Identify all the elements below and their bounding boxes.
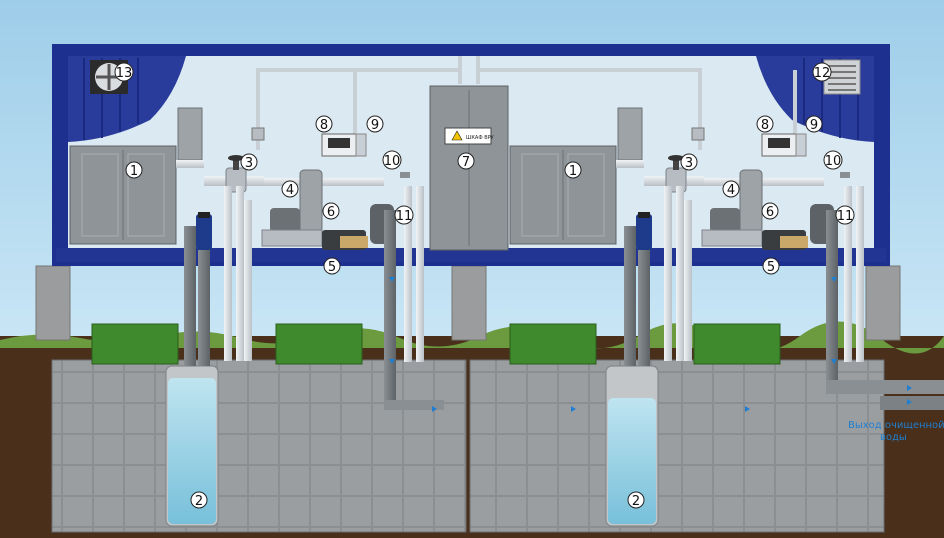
ceiling-pipes <box>256 56 797 150</box>
callout-2-left: 2 <box>190 491 208 509</box>
module-right <box>509 107 944 410</box>
svg-text:3: 3 <box>245 156 253 171</box>
svg-text:9: 9 <box>371 118 379 133</box>
svg-text:6: 6 <box>327 205 335 220</box>
svg-text:2: 2 <box>632 494 640 509</box>
callout-9-left: 9 <box>366 115 384 133</box>
pillar <box>451 265 487 341</box>
callout-10-right: 10 <box>823 150 843 170</box>
pillar <box>865 265 901 341</box>
svg-text:5: 5 <box>767 260 775 275</box>
module-left <box>69 107 444 410</box>
callout-3-left: 3 <box>240 153 258 171</box>
svg-text:4: 4 <box>727 183 735 198</box>
svg-text:1: 1 <box>569 164 577 179</box>
callout-11-right: 11 <box>835 205 855 225</box>
svg-text:8: 8 <box>320 118 328 133</box>
callout-11-left: 11 <box>394 205 414 225</box>
flow-arrows <box>389 277 912 412</box>
well-right <box>605 365 659 527</box>
svg-text:6: 6 <box>766 205 774 220</box>
callout-4-left: 4 <box>281 180 299 198</box>
svg-text:10: 10 <box>825 154 842 169</box>
callout-9-right: 9 <box>805 115 823 133</box>
callout-6-right: 6 <box>761 202 779 220</box>
callout-12: 12 <box>812 62 832 82</box>
callout-4-right: 4 <box>722 180 740 198</box>
callout-1-left: 1 <box>125 161 143 179</box>
callout-2-right: 2 <box>627 491 645 509</box>
warning-icon <box>451 130 463 141</box>
callout-8-left: 8 <box>315 115 333 133</box>
svg-text:13: 13 <box>116 66 133 81</box>
svg-text:3: 3 <box>685 156 693 171</box>
well-left <box>165 365 219 527</box>
svg-text:4: 4 <box>286 183 294 198</box>
svg-text:10: 10 <box>384 154 401 169</box>
underground-block-right <box>469 359 885 533</box>
svg-text:2: 2 <box>195 494 203 509</box>
cabinet-sign-text: ШКАФ ВРУ <box>466 135 494 141</box>
svg-text:12: 12 <box>814 66 831 81</box>
callout-5-right: 5 <box>762 257 780 275</box>
callout-7: 7 <box>457 152 475 170</box>
pillar <box>35 265 71 341</box>
callout-13: 13 <box>114 62 134 82</box>
callout-8-right: 8 <box>756 115 774 133</box>
svg-text:11: 11 <box>396 209 413 224</box>
callout-5-left: 5 <box>323 257 341 275</box>
svg-text:5: 5 <box>328 260 336 275</box>
outlet-label-line2: воды <box>880 432 907 443</box>
callout-6-left: 6 <box>322 202 340 220</box>
svg-text:11: 11 <box>837 209 854 224</box>
green-tanks <box>91 323 781 365</box>
svg-text:9: 9 <box>810 118 818 133</box>
callout-1-right: 1 <box>564 161 582 179</box>
underground-block-left <box>51 359 467 533</box>
outlet-label-line1: Выход очищенной <box>848 420 944 431</box>
svg-text:7: 7 <box>462 155 470 170</box>
svg-text:8: 8 <box>761 118 769 133</box>
callout-3-right: 3 <box>680 153 698 171</box>
callout-10-left: 10 <box>382 150 402 170</box>
svg-text:1: 1 <box>130 164 138 179</box>
